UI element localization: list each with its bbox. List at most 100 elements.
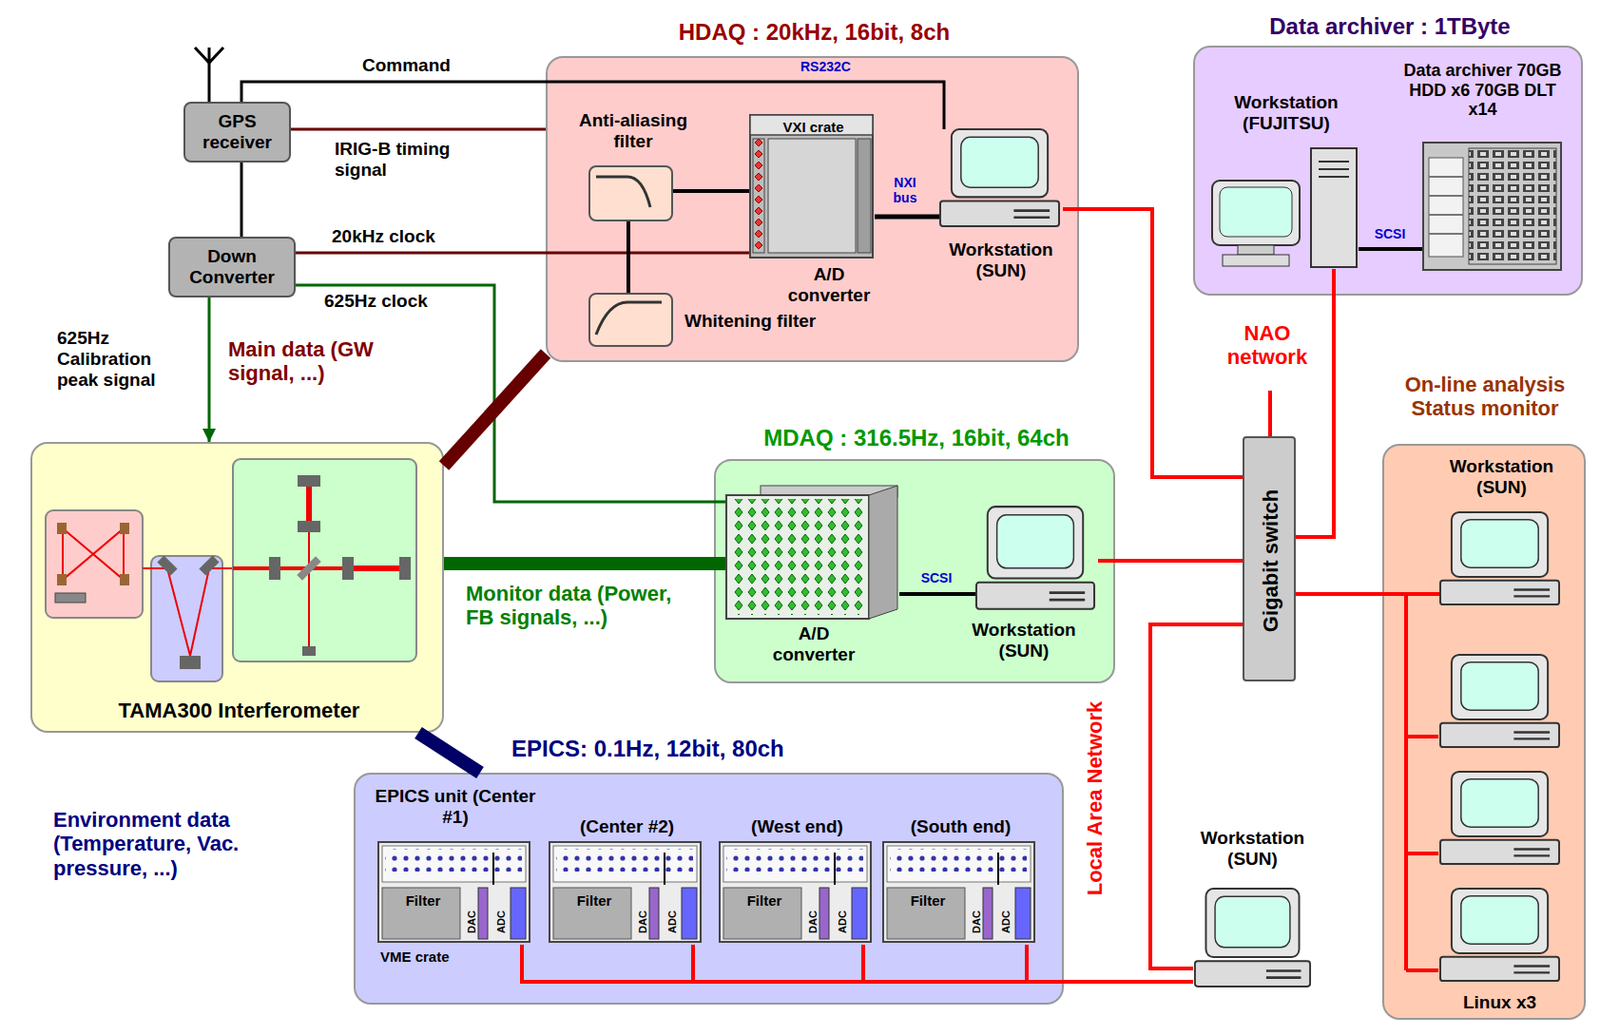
connector (874, 214, 941, 220)
filter-box: Anti-aliasing filter (588, 165, 674, 222)
node-text: EPICS: 0.1Hz, 12bit, 80ch (511, 735, 968, 763)
vme-crate-drawing (883, 842, 1035, 943)
connector-label: Monitor data (Power, FB signals, ...) (465, 581, 675, 631)
connector (418, 732, 481, 773)
system-panel: Data archiver : 1TByteWorkstation (FUJIT… (1193, 45, 1583, 296)
node-text: Workstation (SUN) (1178, 828, 1327, 870)
connector (1295, 269, 1334, 538)
note-label: VME crate (380, 948, 485, 965)
node-text: Workstation (FUJITSU) (1214, 92, 1359, 135)
node-text: (West end) (720, 816, 874, 838)
connector-label: NXI bus (884, 174, 926, 206)
node-text: ADC (666, 910, 679, 934)
workstation-icon (940, 129, 1060, 227)
workstation: Workstation (SUN) (1193, 886, 1312, 990)
epics-unit: (Center #2)FilterDACADC (550, 843, 704, 945)
workstation: Workstation (FUJITSU) (1214, 150, 1359, 270)
node-text: On-line analysis Status monitor (1389, 372, 1581, 422)
connector (1358, 247, 1426, 251)
node-text: Filter (888, 892, 967, 909)
connector (443, 557, 729, 571)
connector (1026, 944, 1194, 983)
connector (693, 944, 1194, 983)
connector-label: Environment data (Temperature, Vac. pres… (53, 808, 291, 881)
node-text: Data archiver 70GB HDD x6 70GB DLT x14 (1399, 60, 1566, 120)
note-label: RS232C (800, 58, 887, 75)
connector (208, 297, 212, 443)
workstation-icon (1440, 771, 1560, 865)
node-text: Whitening filter (684, 310, 875, 332)
node-text: Gigabit switch (1258, 489, 1283, 633)
connector (521, 944, 1194, 983)
system-panel: MDAQ : 316.5Hz, 16bit, 64chA/D converter… (713, 459, 1116, 684)
system-panel: EPICS: 0.1Hz, 12bit, 80chEPICS unit (Cen… (353, 772, 1064, 1005)
connector-label: Local Area Network (1082, 701, 1107, 897)
node-text: DAC (807, 910, 820, 934)
node-text: Down Converter (170, 246, 294, 289)
node-text: A/D converter (776, 264, 882, 307)
node-text: DAC (970, 910, 984, 934)
network-uplink (1268, 390, 1273, 437)
node-text: DAC (636, 910, 650, 934)
workstation: Workstation (SUN) (1440, 512, 1563, 610)
node-text: DAC (465, 910, 479, 934)
vxi-crate-drawing (750, 115, 873, 258)
system-panel: On-line analysis Status monitorWorkstati… (1382, 443, 1586, 1021)
filter-box: Whitening filter (588, 292, 674, 347)
node-text: ADC (1000, 910, 1013, 934)
workstation-icon (1440, 888, 1560, 982)
connector (443, 353, 546, 466)
node-text: GPS receiver (185, 111, 290, 154)
system-panel: HDAQ : 20kHz, 16bit, 8chAnti-aliasing fi… (545, 56, 1080, 363)
node-text: EPICS unit (Center #1) (374, 786, 537, 829)
node-text: MDAQ : 316.5Hz, 16bit, 64ch (715, 424, 1118, 452)
instrument-panel: TAMA300 Interferometer (30, 442, 444, 733)
connector (1150, 624, 1243, 969)
connector (673, 189, 752, 193)
node-text: Filter (725, 892, 804, 909)
connector (290, 128, 546, 132)
mdaq-rack-drawing (726, 485, 898, 619)
node-text: Data archiver : 1TByte (1195, 13, 1585, 40)
connector (1098, 559, 1243, 563)
note-label: Linux x3 (1438, 992, 1562, 1014)
note-label: NAO network (1205, 321, 1330, 370)
vme-crate-drawing (378, 842, 530, 943)
connector (863, 944, 1194, 983)
node-text: Workstation (SUN) (952, 619, 1096, 662)
workstation-icon (1440, 655, 1560, 748)
node-text: ADC (495, 910, 508, 934)
node-text: Workstation (SUN) (1427, 456, 1576, 499)
workstation: Workstation (SUN) (976, 506, 1099, 615)
gps-antenna (194, 47, 224, 102)
node-text: Filter (384, 892, 463, 909)
connector-label: 20kHz clock (331, 226, 494, 248)
node-text: (South end) (884, 816, 1038, 838)
tape-archiver-drawing (1423, 142, 1562, 270)
epics-unit: (West end)FilterDACADC (720, 843, 874, 945)
node-text: Filter (555, 892, 634, 909)
interferometer-drawing (45, 459, 417, 682)
tape-archiver: Data archiver 70GB HDD x6 70GB DLT x14 (1425, 144, 1563, 272)
filter-symbols (596, 176, 662, 335)
connector-label: Command (362, 55, 486, 77)
node-text: Anti-aliasing filter (566, 110, 700, 153)
node-text: A/D converter (756, 623, 871, 666)
device-box: GPS receiver (183, 101, 291, 163)
node-text: TAMA300 Interferometer (32, 698, 446, 723)
connector-layer (209, 81, 1441, 983)
connector-label: 625Hz Calibration peak signal (57, 327, 176, 391)
connector (626, 221, 631, 293)
node-text: HDAQ : 20kHz, 16bit, 8ch (547, 19, 1081, 46)
workstation-icon (976, 506, 1095, 610)
vme-crate-drawing (719, 842, 871, 943)
node-text: (Center #2) (550, 816, 704, 838)
connector (295, 251, 752, 255)
node-text: ADC (836, 910, 849, 934)
connector-label: IRIG-B timing signal (334, 138, 468, 181)
ad-converter: A/D converter (728, 487, 900, 621)
vme-crate-drawing (549, 842, 701, 943)
